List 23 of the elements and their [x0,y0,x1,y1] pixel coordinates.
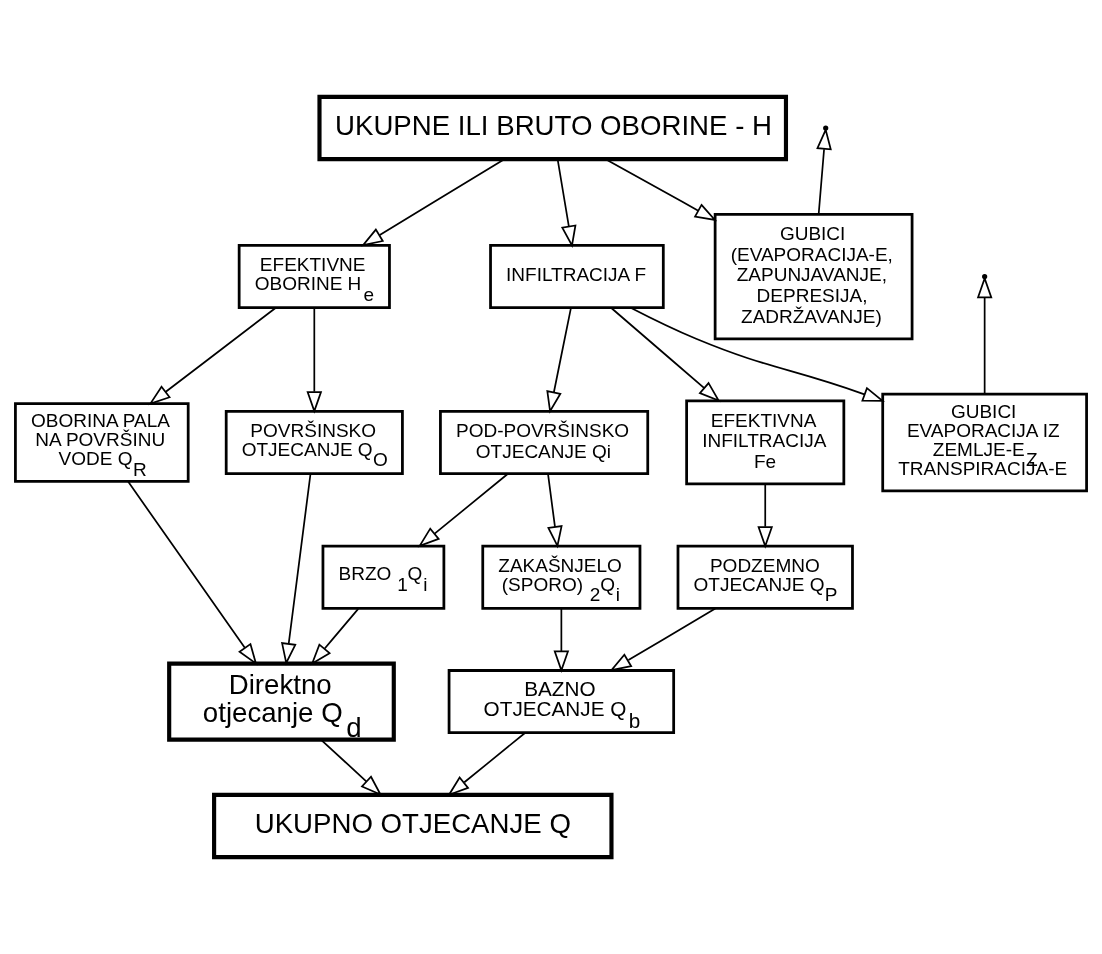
arrow [553,607,570,673]
arrow [976,275,993,395]
node-box: POD-POVRŠINSKO OTJECANJE Qi [439,409,650,475]
arrow [306,307,323,414]
arrow [556,158,577,248]
arrow [360,158,505,247]
arrow [605,158,718,222]
arrow [127,480,258,666]
node-box: UKUPNE ILI BRUTO OBORINE - H [317,94,789,162]
arrow [757,483,774,549]
arrow [148,306,277,406]
arrow [417,473,509,548]
node-box: UKUPNO OTJECANJE Q [212,792,614,860]
node-box: INFILTRACIJA F [489,244,665,310]
arrow [547,473,563,549]
arrow [546,307,572,414]
node-box: GUBICI (EVAPORACIJA-E, ZAPUNJAVANJE, DEPRESIJA, ZADRŽAVANJE) [713,213,914,341]
node-box: EFEKTIVNA INFILTRACIJA Fe [685,399,846,486]
arrow [310,607,360,666]
arrow [609,607,717,672]
arrow [610,306,721,403]
arrow [629,306,885,402]
arrow [816,127,832,215]
